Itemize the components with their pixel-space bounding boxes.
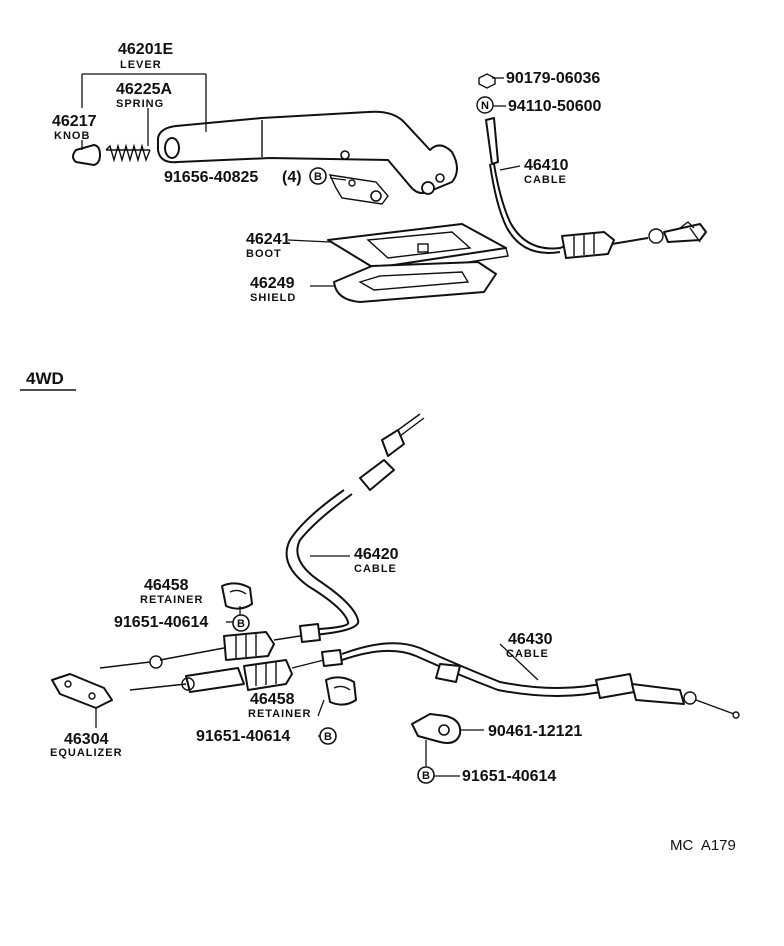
svg-text:B: B	[422, 770, 430, 782]
spring-part-number: 46225A	[116, 81, 172, 98]
bolt-clamp-part-number: 91651-40614	[462, 768, 556, 785]
callout-nut: 90179-06036	[506, 70, 600, 87]
boot-part-name: BOOT	[246, 248, 282, 260]
callout-front-cable: 46410 CABLE	[524, 157, 569, 186]
intermediate-cable-drawing	[99, 413, 425, 669]
intermediate-cable-part-name: CABLE	[354, 563, 397, 575]
retainer-upper-part-name: RETAINER	[140, 594, 203, 606]
knob-part	[72, 144, 101, 166]
callout-boot: 46241 BOOT	[246, 231, 291, 260]
equalizer-part	[51, 673, 113, 709]
svg-text:B: B	[324, 731, 332, 743]
bolt-mark-icon: B	[319, 727, 337, 745]
leader-lines	[81, 73, 539, 777]
retainer-lower-part-number: 46458	[250, 691, 295, 708]
clip-part-number: 94110-50600	[508, 98, 602, 115]
knob-part-number: 46217	[52, 113, 97, 130]
section-4wd-header: 4WD	[20, 369, 76, 391]
intermediate-cable-part-number: 46420	[354, 546, 399, 563]
callout-retainer-upper: 46458 RETAINER	[140, 577, 203, 606]
section-4wd-title: 4WD	[26, 369, 64, 388]
bolt-lower-part-number: 91651-40614	[196, 728, 290, 745]
spring-part	[105, 143, 151, 163]
callout-knob: 46217 KNOB	[52, 113, 97, 142]
callout-spring: 46225A SPRING	[116, 81, 172, 110]
callout-intermediate-cable: 46420 CABLE	[354, 546, 399, 575]
shield-part	[333, 261, 497, 303]
lever-assembly-drawing	[72, 110, 509, 303]
callout-clamp: 90461-12121	[488, 723, 582, 740]
nut-part-number: 90179-06036	[506, 70, 600, 87]
front-cable-part-name: CABLE	[524, 174, 567, 186]
bolt-lever-qty: (4)	[282, 169, 302, 186]
retainer-upper-part	[221, 582, 253, 610]
front-cable-part-number: 46410	[524, 157, 569, 174]
lever-part-name: LEVER	[120, 59, 162, 71]
spring-part-name: SPRING	[116, 98, 164, 110]
svg-text:B: B	[314, 171, 322, 183]
lever-part-number: 46201E	[118, 41, 173, 58]
clamp-part-number: 90461-12121	[488, 723, 582, 740]
boot-part-number: 46241	[246, 231, 291, 248]
retainer-lower-part	[325, 676, 357, 706]
svg-text:N: N	[481, 100, 489, 112]
callout-bolt-lever: 91656-40825 (4) B	[164, 167, 327, 186]
callout-retainer-lower: 46458 RETAINER	[248, 691, 311, 720]
equalizer-part-name: EQUALIZER	[50, 747, 123, 759]
retainer-upper-part-number: 46458	[144, 577, 189, 594]
figure-code: MC A179	[670, 837, 736, 854]
bolt-upper-part-number: 91651-40614	[114, 614, 208, 631]
svg-text:B: B	[237, 618, 245, 630]
shield-part-number: 46249	[250, 275, 295, 292]
bolt-mark-icon: B	[417, 766, 435, 784]
front-cable-drawing: N	[476, 73, 707, 259]
retainer-lower-part-name: RETAINER	[248, 708, 311, 720]
callout-rear-cable: 46430 CABLE	[506, 631, 553, 660]
callout-bolt-upper: 91651-40614 B	[114, 614, 250, 632]
lever-part	[157, 110, 458, 205]
callout-clip-n: 94110-50600	[508, 98, 602, 115]
callout-equalizer: 46304 EQUALIZER	[50, 731, 123, 759]
rear-cable-part-name: CABLE	[506, 648, 549, 660]
knob-part-name: KNOB	[54, 130, 90, 142]
callout-lever: 46201E LEVER	[118, 41, 173, 71]
bolt-mark-icon: B	[232, 614, 250, 632]
callout-bolt-clamp: B 91651-40614	[417, 766, 556, 785]
rear-cable-drawing	[129, 642, 740, 719]
equalizer-part-number: 46304	[64, 731, 109, 748]
rear-cable-part-number: 46430	[508, 631, 553, 648]
clamp-part	[411, 713, 462, 744]
shield-part-name: SHIELD	[250, 292, 296, 304]
callout-shield: 46249 SHIELD	[250, 275, 296, 304]
callout-bolt-lower: 91651-40614 B	[196, 727, 337, 745]
bolt-lever-part-number: 91656-40825	[164, 169, 258, 186]
bolt-mark-icon: B	[309, 167, 327, 185]
